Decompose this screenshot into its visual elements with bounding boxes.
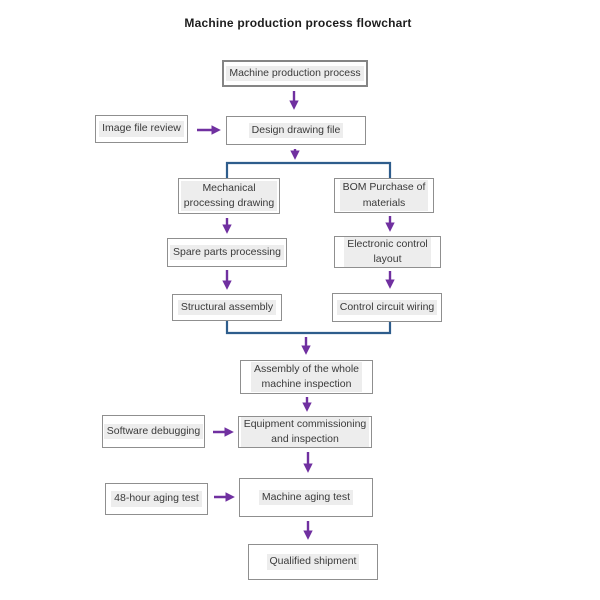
node-label: Control circuit wiring (336, 299, 438, 316)
node-label: Assembly of the whole machine inspection (250, 361, 363, 393)
node-label: Machine production process (226, 65, 364, 82)
node-spare-parts-processing: Spare parts processing (167, 238, 287, 267)
node-label: Image file review (99, 121, 184, 137)
node-assembly-of-the-whole-machine-inspection: Assembly of the whole machine inspection (240, 360, 373, 394)
node-label: Structural assembly (177, 299, 277, 316)
node-label: Electronic control layout (344, 236, 431, 268)
node-label: Design drawing file (248, 122, 344, 139)
node-electronic-control-layout: Electronic control layout (334, 236, 441, 268)
node-label: BOM Purchase of materials (339, 180, 429, 211)
node-image-file-review: Image file review (95, 115, 188, 143)
node-label: Mechanical processing drawing (180, 180, 278, 212)
node-control-circuit-wiring: Control circuit wiring (332, 293, 442, 322)
node-structural-assembly: Structural assembly (172, 294, 282, 321)
node-mechanical-processing-drawing: Mechanical processing drawing (178, 178, 280, 214)
node-label: Software debugging (103, 423, 204, 440)
flowchart-title: Machine production process flowchart (184, 16, 412, 30)
node-machine-aging-test: Machine aging test (239, 478, 373, 517)
node-machine-production-process: Machine production process (222, 60, 368, 87)
node-bom-purchase-of-materials: BOM Purchase of materials (334, 178, 434, 213)
node-design-drawing-file: Design drawing file (226, 116, 366, 145)
node-software-debugging: Software debugging (102, 415, 205, 448)
node-equipment-commissioning-and-inspection: Equipment commissioning and inspection (238, 416, 372, 448)
node-label: Qualified shipment (266, 554, 360, 570)
node-label: 48-hour aging test (111, 491, 202, 507)
node-label: Machine aging test (258, 489, 354, 506)
node-qualified-shipment: Qualified shipment (248, 544, 378, 580)
node-label: Equipment commissioning and inspection (240, 416, 370, 448)
node-48-hour-aging-test: 48-hour aging test (105, 483, 208, 515)
merge-bracket (225, 321, 392, 335)
split-bracket (225, 161, 392, 179)
node-label: Spare parts processing (170, 244, 284, 261)
